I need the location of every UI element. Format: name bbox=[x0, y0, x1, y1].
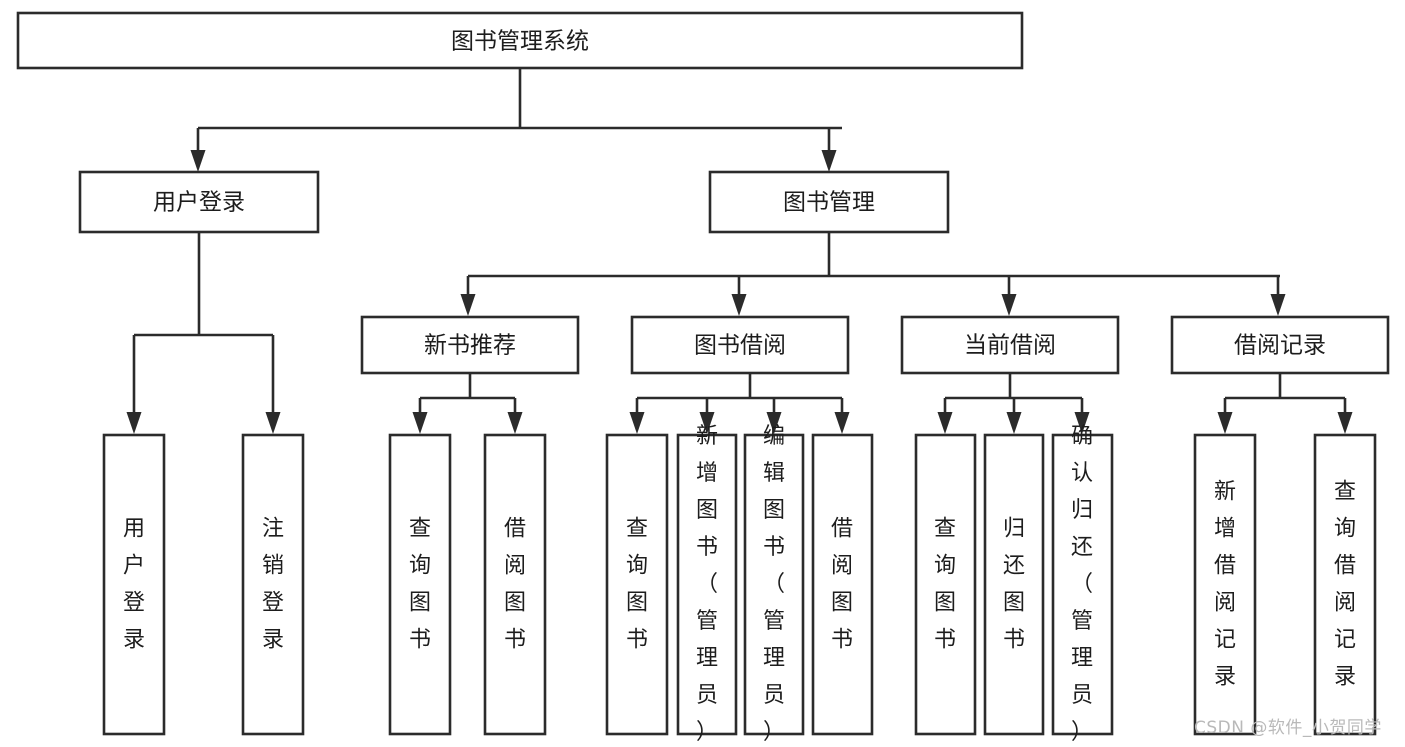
node-leaf-query-book-1-label: 查询图书 bbox=[409, 517, 431, 653]
node-leaf-return-book-label: 归还图书 bbox=[1003, 517, 1025, 653]
node-current-borrow-label: 当前借阅 bbox=[964, 333, 1056, 359]
node-leaf-add-record-label: 新增借阅记录 bbox=[1214, 480, 1236, 690]
node-leaf-borrow-book-2[interactable]: 借阅图书 bbox=[811, 433, 874, 736]
node-user-login[interactable]: 用户登录 bbox=[78, 170, 320, 234]
connector-bookmanage-to-level3 bbox=[460, 232, 1286, 316]
node-new-book-rec-label: 新书推荐 bbox=[424, 333, 516, 359]
node-leaf-add-record[interactable]: 新增借阅记录 bbox=[1193, 433, 1257, 736]
connector-currentborrow-to-leaves bbox=[937, 373, 1090, 434]
node-leaf-confirm-return[interactable]: 确认归还（管理员） bbox=[1051, 424, 1114, 745]
node-leaf-return-book[interactable]: 归还图书 bbox=[983, 433, 1045, 736]
node-leaf-confirm-return-label: 确认归还（管理员） bbox=[1071, 424, 1093, 745]
node-leaf-add-book[interactable]: 新增图书（管理员） bbox=[676, 424, 738, 745]
node-leaf-borrow-book-1[interactable]: 借阅图书 bbox=[483, 433, 547, 736]
node-leaf-user-login-label: 用户登录 bbox=[123, 517, 145, 653]
node-leaf-query-book-2-label: 查询图书 bbox=[626, 517, 648, 653]
node-leaf-query-book-3[interactable]: 查询图书 bbox=[914, 433, 977, 736]
node-leaf-query-record-label: 查询借阅记录 bbox=[1334, 480, 1356, 690]
node-leaf-query-book-3-label: 查询图书 bbox=[934, 517, 956, 653]
node-book-borrow[interactable]: 图书借阅 bbox=[630, 315, 850, 375]
node-leaf-query-book-2[interactable]: 查询图书 bbox=[605, 433, 669, 736]
node-leaf-borrow-book-1-label: 借阅图书 bbox=[504, 517, 526, 653]
node-leaf-query-book-1[interactable]: 查询图书 bbox=[388, 433, 452, 736]
node-leaf-logout-login[interactable]: 注销登录 bbox=[241, 433, 305, 736]
node-leaf-edit-book-label: 编辑图书（管理员） bbox=[763, 424, 785, 745]
connector-bookborrow-to-leaves bbox=[629, 373, 850, 434]
node-leaf-edit-book[interactable]: 编辑图书（管理员） bbox=[743, 424, 805, 745]
node-user-login-label: 用户登录 bbox=[153, 190, 245, 216]
node-root[interactable]: 图书管理系统 bbox=[16, 11, 1024, 70]
node-leaf-query-record[interactable]: 查询借阅记录 bbox=[1313, 433, 1377, 736]
node-leaf-add-book-label: 新增图书（管理员） bbox=[696, 424, 718, 745]
connector-borrowrecord-to-leaves bbox=[1217, 373, 1353, 434]
node-leaf-user-login[interactable]: 用户登录 bbox=[102, 433, 166, 736]
node-root-label: 图书管理系统 bbox=[451, 29, 589, 55]
connector-newbook-to-leaves bbox=[412, 373, 523, 434]
connector-root-to-level2 bbox=[190, 68, 842, 172]
node-current-borrow[interactable]: 当前借阅 bbox=[900, 315, 1120, 375]
node-borrow-record[interactable]: 借阅记录 bbox=[1170, 315, 1390, 375]
node-borrow-record-label: 借阅记录 bbox=[1234, 333, 1326, 359]
node-new-book-rec[interactable]: 新书推荐 bbox=[360, 315, 580, 375]
node-leaf-borrow-book-2-label: 借阅图书 bbox=[831, 517, 853, 653]
node-book-borrow-label: 图书借阅 bbox=[694, 333, 786, 359]
node-leaf-logout-login-label: 注销登录 bbox=[262, 517, 284, 653]
node-book-manage-label: 图书管理 bbox=[783, 190, 875, 216]
node-book-manage[interactable]: 图书管理 bbox=[708, 170, 950, 234]
connector-userlogin-to-leaves bbox=[126, 232, 281, 434]
